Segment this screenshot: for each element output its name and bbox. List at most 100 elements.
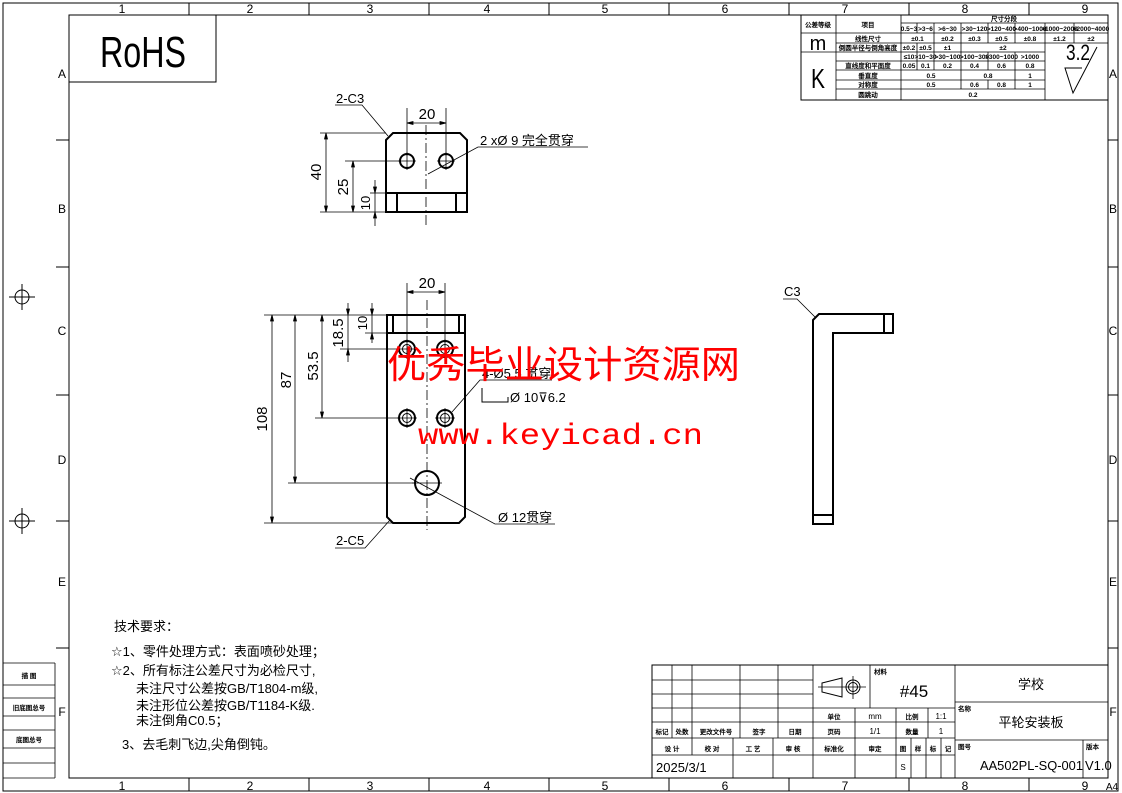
chamfer-label: 2-C3 <box>336 91 364 106</box>
range-cell: >6~30 <box>938 26 957 33</box>
tol-value: 1 <box>1028 73 1032 80</box>
tol-item: 圆跳动 <box>858 90 878 99</box>
column-label: 5 <box>602 779 609 793</box>
tol-item: 线性尺寸 <box>855 34 882 43</box>
tol-value: ±0.8 <box>1024 36 1037 43</box>
date-header: 日期 <box>789 727 803 736</box>
tol-value: ±0.1 <box>911 36 924 43</box>
front-view: 20 108 87 53.5 18.5 <box>254 275 566 549</box>
tol-value: 0.4 <box>970 63 979 70</box>
dim-big-hole-pos: 87 <box>278 372 295 389</box>
tech-line: ☆1、零件处理方式：表面喷砂处理； <box>111 644 325 660</box>
part-name: 平轮安装板 <box>998 715 1063 730</box>
tol-value: ±2 <box>1087 36 1095 43</box>
tol-value: 0.5 <box>926 73 935 80</box>
row-label: B <box>1109 202 1117 216</box>
page-label: 页码 <box>828 728 842 736</box>
k-grade: K <box>811 63 825 94</box>
k-range-cell: >300~1000 <box>985 54 1018 61</box>
row-label: A <box>1109 67 1117 81</box>
tech-line: 3、去毛刺飞边,尖角倒钝。 <box>122 737 276 752</box>
process-label: 工 艺 <box>746 744 761 753</box>
dimension <box>340 303 400 362</box>
version-value: V1.0 <box>1085 758 1112 773</box>
left-margin-table: 描 图 旧底图总号 底图总号 <box>3 662 56 779</box>
reviewer-label: 审 核 <box>786 744 801 753</box>
k-range-cell: >30~100 <box>935 54 961 61</box>
standardization-label: 标准化 <box>823 744 844 753</box>
drawing-mark-label: 记 <box>945 744 952 753</box>
scale-label: 比例 <box>906 712 920 721</box>
counterbore-depth: Ø 10⊽6.2 <box>510 390 566 405</box>
checker-label: 校 对 <box>705 744 720 753</box>
drawing-no-label: 图号 <box>958 742 972 751</box>
tol-value: 0.05 <box>903 63 916 70</box>
count-header: 处数 <box>675 727 690 736</box>
chamfer-label: 2-C5 <box>336 533 364 548</box>
column-labels: 1 2 3 4 5 6 7 8 9 1 2 3 4 5 6 7 8 9 A4 <box>119 2 1119 793</box>
tol-value: 0.5 <box>926 82 935 89</box>
part-outline <box>385 132 468 213</box>
drawing-number: AA502PL-SQ-001 <box>980 758 1083 773</box>
tol-value: ±0.2 <box>903 45 916 52</box>
title-block: 标记 处数 更改文件号 签字 日期 设 计 校 对 工 艺 审 核 2025/3… <box>651 664 1112 779</box>
row-label: B <box>58 202 66 216</box>
row-label: D <box>58 453 67 467</box>
dim-band-height: 10 <box>355 316 370 330</box>
grade-header: 公差等级 <box>805 20 832 29</box>
tol-value: 1 <box>1028 82 1032 89</box>
column-label: 6 <box>722 779 729 793</box>
rohs-stamp: RoHS <box>68 14 217 83</box>
column-label: 5 <box>602 2 609 16</box>
drawing-mark-label: 图 <box>900 744 907 753</box>
row-label: C <box>1109 324 1118 338</box>
technical-requirements: 技术要求： ☆1、零件处理方式：表面喷砂处理； ☆2、所有标注公差尺寸为必检尺寸… <box>111 619 325 752</box>
item-header: 项目 <box>862 20 875 29</box>
tech-line: ☆2、所有标注公差尺寸为必检尺寸, <box>111 663 316 678</box>
tol-item: 对称度 <box>858 80 878 89</box>
dimension <box>370 180 386 226</box>
column-label: 7 <box>842 2 849 16</box>
through-hole <box>412 470 442 496</box>
tol-value: ±0.5 <box>995 36 1008 43</box>
dimension <box>406 108 447 156</box>
column-label: 4 <box>484 779 491 793</box>
tol-value: ±2 <box>999 45 1007 52</box>
counterbore-hole <box>435 408 455 428</box>
column-label: 2 <box>247 779 254 793</box>
tech-title: 技术要求： <box>114 619 179 634</box>
big-hole-note: Ø 12贯穿 <box>498 510 552 525</box>
rohs-label: RoHS <box>100 28 186 77</box>
watermark-url: www.keyicad.cn <box>418 420 703 454</box>
tol-item: 倒圆半径与倒角高度 <box>838 43 898 52</box>
tol-value: ±1 <box>944 45 952 52</box>
scale-value: 1:1 <box>935 712 947 721</box>
dimension <box>406 283 446 343</box>
surface-roughness-icon: 3.2 <box>1064 40 1098 95</box>
row-label: F <box>58 705 65 719</box>
column-label: 3 <box>367 779 374 793</box>
change-doc-header: 更改文件号 <box>700 727 733 736</box>
school-name: 学校 <box>1018 677 1044 692</box>
quantity-value: 1 <box>939 727 944 736</box>
base-drawing-no-label: 底图总号 <box>16 735 43 744</box>
hole-note: 2 xØ 9 完全贯穿 <box>480 133 574 148</box>
column-label: 3 <box>367 2 374 16</box>
dimension <box>288 314 415 484</box>
dim-total-length: 108 <box>254 406 271 431</box>
dimension <box>365 303 387 343</box>
range-cell: >2000~4000 <box>1073 26 1110 33</box>
dim-height: 40 <box>308 164 325 181</box>
column-label: 8 <box>962 779 969 793</box>
quantity-label: 数量 <box>906 727 920 736</box>
row-label: E <box>58 575 66 589</box>
k-range-cell: >1000 <box>1021 54 1040 61</box>
range-cell: >30~120 <box>962 26 988 33</box>
design-date: 2025/3/1 <box>656 760 707 775</box>
dimension <box>345 160 400 213</box>
tol-value: ±0.2 <box>941 36 954 43</box>
range-cell: >1000~2000 <box>1041 26 1078 33</box>
